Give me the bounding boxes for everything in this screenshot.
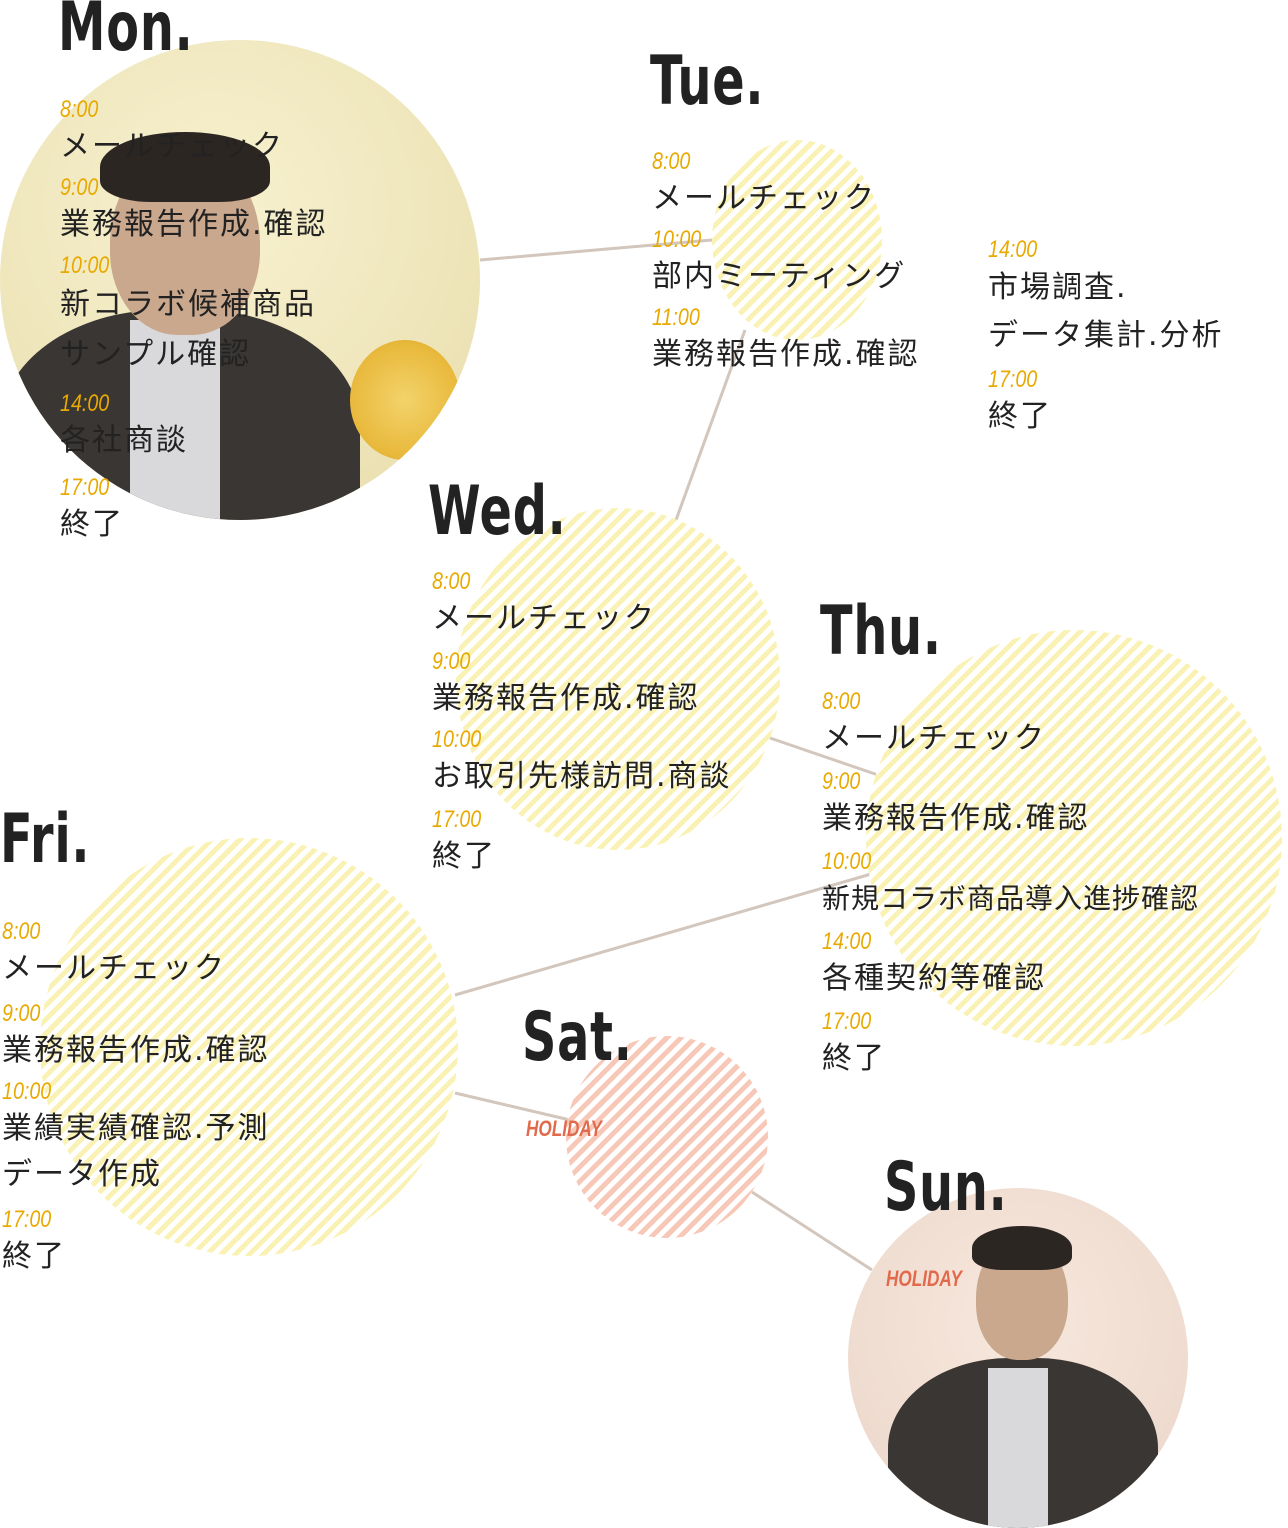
time-label: 10:00 (432, 726, 482, 753)
day-label-mon: Mon. (58, 0, 194, 67)
thursday-circle (866, 630, 1282, 1046)
schedule-tue-right: 14:00 市場調査. データ集計.分析 17:00 終了 (988, 236, 1224, 454)
time-label: 8:00 (652, 148, 691, 175)
time-label: 10:00 (2, 1078, 52, 1105)
holiday-label-sun: HOLIDAY (886, 1266, 962, 1291)
time-label: 17:00 (60, 474, 110, 501)
time-label: 9:00 (432, 648, 471, 675)
task-label: 各種契約等確認 (822, 961, 1046, 996)
monday-photo-circle (0, 40, 480, 520)
time-label: 8:00 (432, 568, 471, 595)
time-label: 9:00 (2, 1000, 41, 1027)
schedule-mon: 8:00 メールチェック 9:00 業務報告作成.確認 10:00 新コラボ候補… (60, 96, 328, 562)
day-label-thu: Thu. (820, 592, 942, 671)
tuesday-circle (712, 140, 882, 340)
task-label: 終了 (822, 1041, 886, 1076)
schedule-fri: 8:00 メールチェック 9:00 業務報告作成.確認 10:00 業績実績確認… (2, 918, 270, 1294)
task-label: 業務報告作成.確認 (652, 337, 920, 372)
person-hair (972, 1226, 1072, 1270)
task-label: メールチェック (60, 129, 284, 164)
time-label: 17:00 (988, 366, 1038, 393)
time-label: 9:00 (822, 768, 861, 795)
time-label: 17:00 (822, 1008, 872, 1035)
task-label: 業務報告作成.確認 (60, 207, 328, 242)
connector-tue-wed (674, 329, 747, 521)
task-label: メールチェック (822, 721, 1046, 756)
connector-fri-sat (454, 1091, 571, 1122)
schedule-tue-left: 8:00 メールチェック 10:00 部内ミーティング 11:00 業務報告作成… (652, 148, 920, 392)
day-label-wed: Wed. (428, 472, 567, 551)
time-label: 14:00 (988, 236, 1038, 263)
task-label: 終了 (432, 839, 496, 874)
task-label: 業績実績確認.予測 データ作成 (2, 1111, 270, 1192)
time-label: 11:00 (652, 304, 700, 331)
person-shirt (130, 320, 220, 520)
friday-circle (40, 838, 458, 1256)
noodle-cup (350, 340, 460, 460)
task-label: 市場調査. データ集計.分析 (988, 270, 1224, 353)
task-label: メールチェック (432, 601, 656, 636)
person-shirt (988, 1368, 1048, 1528)
connector-wed-thu (769, 736, 879, 777)
time-label: 14:00 (822, 928, 872, 955)
task-label: 各社商談 (60, 423, 188, 458)
task-label: メールチェック (652, 181, 876, 216)
time-label: 17:00 (432, 806, 482, 833)
connector-sat-sun (751, 1190, 873, 1272)
wednesday-circle (456, 508, 780, 850)
task-label: 業務報告作成.確認 (432, 681, 700, 716)
task-label: 業務報告作成.確認 (2, 1033, 270, 1068)
time-label: 14:00 (60, 390, 110, 417)
time-label: 9:00 (60, 174, 99, 201)
task-label: 新コラボ候補商品 サンプル確認 (60, 287, 316, 372)
sunday-photo-circle (848, 1188, 1188, 1528)
day-label-sat: Sat. (522, 998, 633, 1077)
person-hair (100, 132, 270, 202)
day-label-tue: Tue. (650, 42, 765, 121)
time-label: 8:00 (822, 688, 861, 715)
time-label: 10:00 (60, 252, 110, 279)
time-label: 17:00 (2, 1206, 52, 1233)
saturday-circle (566, 1036, 768, 1238)
schedule-thu: 8:00 メールチェック 9:00 業務報告作成.確認 10:00 新規コラボ商… (822, 688, 1199, 1096)
schedule-wed: 8:00 メールチェック 9:00 業務報告作成.確認 10:00 お取引先様訪… (432, 568, 732, 894)
day-label-sun: Sun. (884, 1148, 1008, 1227)
task-label: メールチェック (2, 951, 226, 986)
time-label: 8:00 (2, 918, 41, 945)
task-label: 新規コラボ商品導入進捗確認 (822, 882, 1200, 915)
time-label: 10:00 (652, 226, 702, 253)
task-label: お取引先様訪問.商談 (432, 759, 732, 794)
task-label: 終了 (988, 399, 1052, 434)
task-label: 終了 (60, 507, 124, 542)
holiday-label-sat: HOLIDAY (526, 1116, 602, 1141)
task-label: 終了 (2, 1239, 66, 1274)
day-label-fri: Fri. (0, 800, 91, 879)
time-label: 10:00 (822, 848, 872, 875)
task-label: 業務報告作成.確認 (822, 801, 1090, 836)
time-label: 8:00 (60, 96, 99, 123)
task-label: 部内ミーティング (652, 259, 907, 294)
connector-mon-tue (479, 238, 713, 262)
connector-thu-fri (454, 870, 879, 997)
